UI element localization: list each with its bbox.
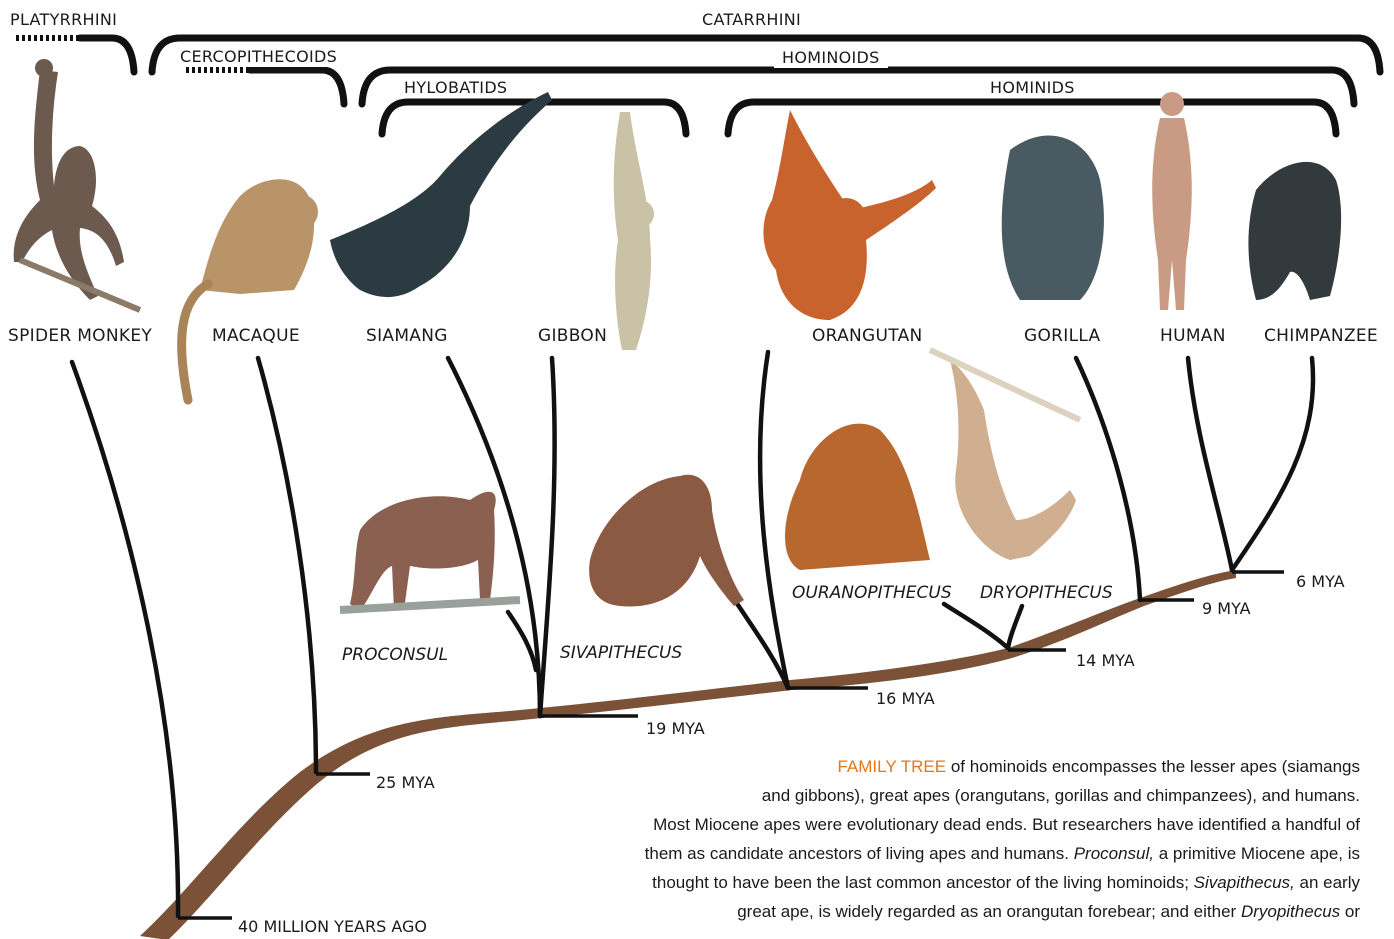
spider-monkey-figure bbox=[14, 59, 140, 310]
figure-caption: FAMILY TREE of hominoids encompasses the… bbox=[440, 752, 1360, 926]
branch-gibbon bbox=[540, 358, 555, 716]
caption-italic-sivapithecus: Sivapithecus, bbox=[1194, 873, 1295, 892]
caption-line-5: thought to have been the last common anc… bbox=[440, 868, 1360, 897]
group-label-hylobatids: HYLOBATIDS bbox=[396, 78, 515, 98]
species-label-gibbon: GIBBON bbox=[538, 326, 607, 346]
caption-line-3: Most Miocene apes were evolutionary dead… bbox=[440, 810, 1360, 839]
species-label-macaque: MACAQUE bbox=[212, 326, 300, 346]
caption-text-1: of hominoids encompasses the lesser apes… bbox=[946, 757, 1360, 776]
group-label-hominoids: HOMINOIDS bbox=[774, 48, 888, 68]
species-label-orangutan: ORANGUTAN bbox=[812, 326, 923, 346]
caption-italic-proconsul: Proconsul, bbox=[1074, 844, 1154, 863]
sivapithecus-figure bbox=[589, 475, 744, 607]
branch-human bbox=[1188, 358, 1232, 570]
branch-orangutan bbox=[760, 352, 788, 688]
time-label-14: 14 MYA bbox=[1076, 651, 1135, 671]
species-label-gorilla: GORILLA bbox=[1024, 326, 1100, 346]
time-label-25: 25 MYA bbox=[376, 773, 435, 793]
caption-text-4b: a primitive Miocene ape, is bbox=[1154, 844, 1360, 863]
macaque-figure bbox=[182, 179, 318, 400]
ouranopithecus-figure bbox=[785, 424, 930, 570]
branch-spider-monkey bbox=[72, 362, 178, 916]
fossil-label-sivapithecus: SIVAPITHECUS bbox=[560, 643, 682, 663]
caption-text-5b: an early bbox=[1295, 873, 1360, 892]
species-label-spider-monkey: SPIDER MONKEY bbox=[8, 326, 152, 346]
caption-text-5a: thought to have been the last common anc… bbox=[652, 873, 1194, 892]
proconsul-figure bbox=[340, 492, 520, 610]
caption-italic-dryopithecus: Dryopithecus bbox=[1241, 902, 1340, 921]
chimpanzee-figure bbox=[1248, 162, 1341, 300]
caption-text-4a: them as candidate ancestors of living ap… bbox=[645, 844, 1074, 863]
time-label-9: 9 MYA bbox=[1202, 599, 1251, 619]
bracket-cercopithecoids bbox=[250, 70, 344, 104]
time-label-16: 16 MYA bbox=[876, 689, 935, 709]
bracket-platyrrhini bbox=[80, 38, 134, 72]
caption-line-1: FAMILY TREE of hominoids encompasses the… bbox=[440, 752, 1360, 781]
fossil-label-dryopithecus: DRYOPITHECUS bbox=[980, 583, 1113, 603]
species-label-chimpanzee: CHIMPANZEE bbox=[1264, 326, 1378, 346]
dryopithecus-figure bbox=[930, 350, 1080, 560]
group-label-cercopithecoids: CERCOPITHECOIDS bbox=[172, 47, 345, 67]
fossil-label-proconsul: PROCONSUL bbox=[342, 645, 448, 665]
group-label-platyrrhini: PLATYRRHINI bbox=[2, 10, 125, 30]
bracket-hominids bbox=[728, 102, 1336, 134]
caption-highlight: FAMILY TREE bbox=[837, 757, 946, 776]
time-label-40: 40 MILLION YEARS AGO bbox=[238, 917, 427, 937]
group-label-hominids: HOMINIDS bbox=[982, 78, 1083, 98]
species-label-siamang: SIAMANG bbox=[366, 326, 448, 346]
branch-gorilla bbox=[1076, 358, 1140, 600]
species-label-human: HUMAN bbox=[1160, 326, 1226, 346]
human-figure bbox=[1152, 92, 1192, 310]
branch-chimpanzee bbox=[1232, 358, 1313, 570]
twig-ouranopithecus bbox=[944, 604, 1008, 648]
gibbon-figure bbox=[614, 112, 654, 350]
caption-line-6: great ape, is widely regarded as an oran… bbox=[440, 897, 1360, 926]
siamang-figure bbox=[330, 92, 552, 297]
twig-dryopithecus bbox=[1008, 606, 1022, 648]
caption-line-2: and gibbons), great apes (orangutans, go… bbox=[440, 781, 1360, 810]
time-label-19: 19 MYA bbox=[646, 719, 705, 739]
branch-macaque bbox=[258, 358, 316, 772]
group-label-catarrhini: CATARRHINI bbox=[694, 10, 809, 30]
time-label-6: 6 MYA bbox=[1296, 572, 1345, 592]
fossil-label-ouranopithecus: OURANOPITHECUS bbox=[792, 583, 952, 603]
caption-line-4: them as candidate ancestors of living ap… bbox=[440, 839, 1360, 868]
caption-text-6a: great ape, is widely regarded as an oran… bbox=[737, 902, 1241, 921]
orangutan-figure bbox=[763, 110, 936, 320]
gorilla-figure bbox=[1002, 136, 1104, 300]
caption-text-6b: or bbox=[1340, 902, 1360, 921]
